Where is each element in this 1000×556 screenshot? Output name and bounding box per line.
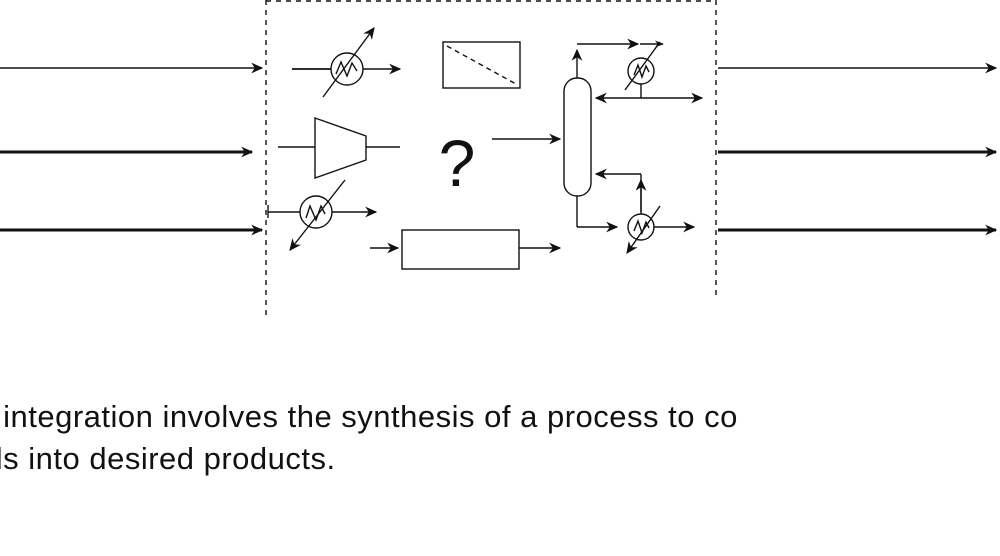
- caption: s integration involves the synthesis of …: [0, 396, 738, 480]
- output-streams: [718, 62, 998, 236]
- process-boundary: [265, 0, 717, 318]
- caption-line-1: s integration involves the synthesis of …: [0, 399, 738, 434]
- caption-line-2: als into desired products.: [0, 441, 336, 476]
- input-streams: [0, 62, 264, 236]
- distillation-column-icon: [563, 38, 640, 233]
- unknown-process-symbol: ?: [439, 126, 476, 200]
- flash-drum-icon: [442, 41, 521, 89]
- heat-exchanger-icon: [267, 179, 378, 251]
- reactor-block-icon: [370, 229, 562, 270]
- compressor-icon: [278, 117, 400, 179]
- reboiler-icon: [594, 168, 696, 254]
- condenser-icon: [594, 40, 704, 104]
- heat-exchanger-icon: [292, 27, 402, 98]
